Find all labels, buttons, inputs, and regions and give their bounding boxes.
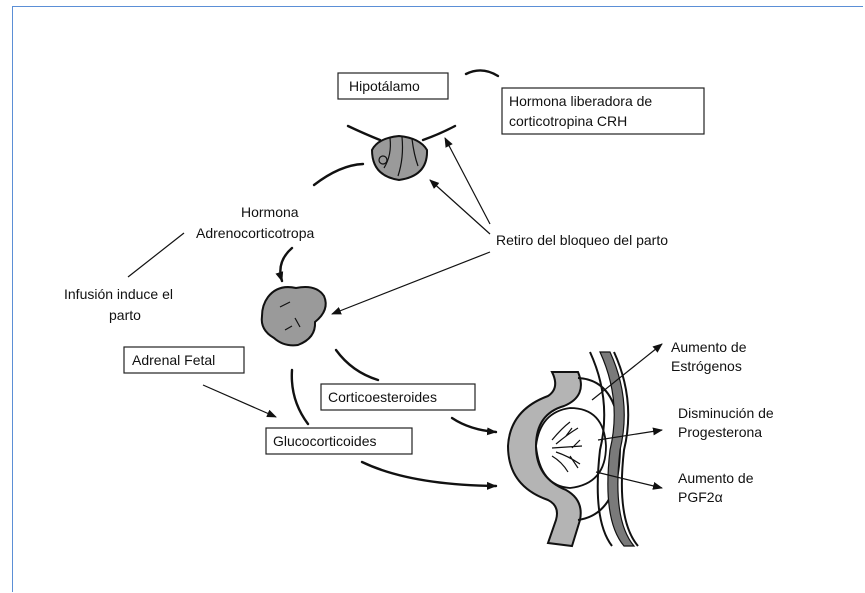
- retiro-arrow-top: [445, 138, 490, 224]
- crh-label-line2: corticotropina CRH: [509, 113, 627, 129]
- adrenal-to-gluco-arrow: [203, 385, 276, 417]
- retiro-arrow-bottom: [332, 252, 490, 314]
- acth-label-line2: Adrenocorticotropa: [196, 225, 315, 241]
- estrogenos-label-line2: Estrógenos: [671, 358, 742, 374]
- acth-label-line1: Hormona: [241, 204, 299, 220]
- estrogenos-label-line1: Aumento de: [671, 339, 747, 355]
- infusion-label-line2: parto: [109, 307, 141, 323]
- pgf-label-line1: Aumento de: [678, 470, 754, 486]
- progesterona-arrow: [598, 430, 662, 440]
- gluco-curve: [292, 370, 308, 424]
- hipotalamo-curve-right: [423, 126, 455, 140]
- retiro-label: Retiro del bloqueo del parto: [496, 232, 668, 248]
- infusion-line: [128, 233, 184, 277]
- gluco-to-uterus-arrow: [362, 462, 496, 486]
- adrenal-fetal-label: Adrenal Fetal: [132, 352, 215, 368]
- corticoesteroides-label: Corticoesteroides: [328, 389, 437, 405]
- infusion-label-line1: Infusión induce el: [64, 286, 173, 302]
- progesterona-label-line2: Progesterona: [678, 424, 762, 440]
- pgf-arrow: [596, 472, 662, 488]
- adrenal-gland: [262, 287, 326, 345]
- cortico-curve: [336, 350, 378, 380]
- acth-curve: [314, 164, 363, 185]
- crh-label-line1: Hormona liberadora de: [509, 93, 652, 109]
- glucocorticoides-label: Glucocorticoides: [273, 433, 377, 449]
- hipotalamo-arc: [466, 70, 498, 76]
- cortico-to-uterus-arrow: [452, 418, 496, 432]
- acth-to-adrenal-arrow: [280, 248, 292, 281]
- hipotalamo-curve-left: [348, 126, 380, 140]
- pgf-label-line2: PGF2α: [678, 489, 723, 505]
- hipotalamo-label: Hipotálamo: [349, 78, 420, 94]
- progesterona-label-line1: Disminución de: [678, 405, 774, 421]
- uterus-illustration: [508, 352, 638, 546]
- pituitary-gland: [372, 136, 427, 180]
